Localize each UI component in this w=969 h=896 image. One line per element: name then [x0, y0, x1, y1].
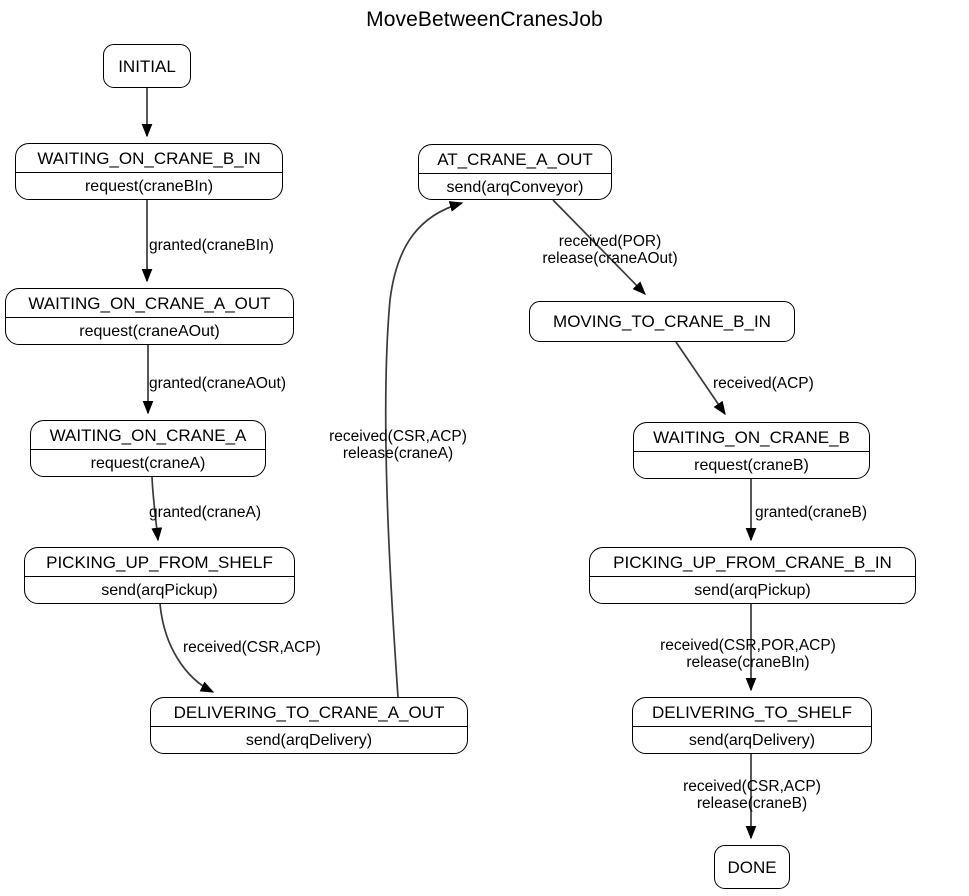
edge-label-received-csr-por-acp-release-crane-b-in: received(CSR,POR,ACP) release(craneBIn): [660, 637, 836, 672]
state-node-label: DELIVERING_TO_CRANE_A_OUT: [151, 698, 467, 727]
state-node-waiting-on-crane-b[interactable]: WAITING_ON_CRANE_B request(craneB): [633, 422, 870, 479]
state-node-moving-to-crane-b-in[interactable]: MOVING_TO_CRANE_B_IN: [529, 301, 795, 342]
state-node-at-crane-a-out[interactable]: AT_CRANE_A_OUT send(arqConveyor): [418, 144, 612, 200]
state-node-waiting-on-crane-b-in[interactable]: WAITING_ON_CRANE_B_IN request(craneBIn): [15, 143, 283, 200]
state-node-action: request(craneBIn): [84, 178, 214, 195]
state-node-picking-up-from-shelf[interactable]: PICKING_UP_FROM_SHELF send(arqPickup): [24, 547, 295, 604]
state-node-action: request(craneA): [90, 455, 206, 472]
state-node-label: INITIAL: [118, 56, 176, 76]
state-node-label: DELIVERING_TO_SHELF: [633, 698, 871, 727]
state-node-picking-up-from-crane-b-in[interactable]: PICKING_UP_FROM_CRANE_B_IN send(arqPicku…: [589, 547, 916, 604]
state-node-done[interactable]: DONE: [714, 845, 790, 889]
edge-label-received-csr-acp-left: received(CSR,ACP): [183, 639, 321, 656]
state-node-action: request(craneB): [694, 457, 809, 474]
state-node-waiting-on-crane-a-out[interactable]: WAITING_ON_CRANE_A_OUT request(craneAOut…: [5, 288, 294, 345]
state-node-delivering-to-crane-a-out[interactable]: DELIVERING_TO_CRANE_A_OUT send(arqDelive…: [150, 697, 468, 754]
edge-label-received-csr-acp-release-crane-a: received(CSR,ACP) release(craneA): [329, 428, 467, 463]
page-title: MoveBetweenCranesJob: [366, 8, 603, 31]
edge-label-granted-crane-b: granted(craneB): [755, 504, 868, 521]
state-node-label: PICKING_UP_FROM_SHELF: [25, 548, 294, 577]
edge-label-received-csr-acp-release-crane-b: received(CSR,ACP) release(craneB): [683, 778, 821, 813]
state-node-label: DONE: [727, 857, 777, 877]
edge-label-received-acp: received(ACP): [713, 375, 814, 392]
state-node-label: PICKING_UP_FROM_CRANE_B_IN: [590, 548, 915, 577]
state-node-action: send(arqDelivery): [245, 732, 373, 749]
state-node-delivering-to-shelf[interactable]: DELIVERING_TO_SHELF send(arqDelivery): [632, 697, 872, 754]
state-node-action: request(craneAOut): [79, 323, 220, 340]
edge-label-received-por-release-crane-a-out: received(POR) release(craneAOut): [542, 233, 678, 268]
state-node-label: WAITING_ON_CRANE_B_IN: [16, 144, 282, 173]
edge-label-granted-crane-a: granted(craneA): [149, 504, 262, 521]
edge-label-granted-crane-b-in: granted(craneBIn): [149, 237, 274, 254]
state-node-action: send(arqPickup): [101, 582, 218, 599]
state-node-label: WAITING_ON_CRANE_A_OUT: [6, 289, 293, 318]
state-node-action: send(arqConveyor): [446, 179, 584, 196]
edge-label-granted-crane-a-out: granted(craneAOut): [149, 375, 286, 392]
state-node-action: send(arqPickup): [694, 582, 811, 599]
state-node-label: MOVING_TO_CRANE_B_IN: [553, 312, 771, 331]
state-node-label: WAITING_ON_CRANE_A: [31, 421, 265, 450]
state-node-waiting-on-crane-a[interactable]: WAITING_ON_CRANE_A request(craneA): [30, 420, 266, 477]
state-node-initial[interactable]: INITIAL: [103, 44, 191, 88]
state-node-action: send(arqDelivery): [688, 732, 816, 749]
state-node-label: WAITING_ON_CRANE_B: [634, 423, 869, 452]
state-node-label: AT_CRANE_A_OUT: [419, 145, 611, 174]
